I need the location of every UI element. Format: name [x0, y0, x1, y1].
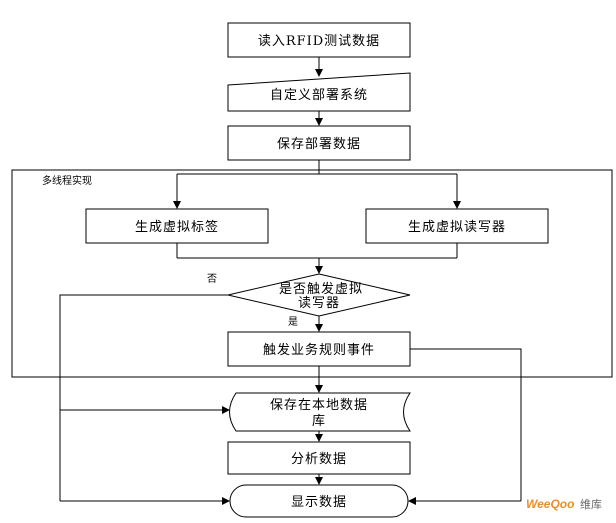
watermark-suffix: 维库 — [580, 498, 602, 511]
custom-deploy-box — [227, 72, 411, 112]
custom-deploy-label: 自定义部署系统 — [270, 88, 368, 103]
yes-label: 是 — [288, 316, 298, 328]
multithread-container — [11, 169, 613, 378]
trigger-decision-line1: 是否触发虚拟 — [279, 281, 363, 297]
watermark-brand: WeeQoo — [526, 497, 574, 511]
line-rule-right — [410, 348, 522, 501]
save-local-line1: 保存在本地数据 — [270, 398, 368, 413]
no-label: 否 — [207, 273, 217, 285]
analyze-label: 分析数据 — [291, 452, 347, 467]
analyze-box — [227, 441, 411, 475]
save-local-line2: 库 — [312, 413, 326, 429]
watermark: WeeQoo 维库 — [526, 497, 602, 511]
gen-tag-box — [85, 208, 269, 244]
trigger-decision-line2: 读写器 — [298, 296, 340, 311]
line-no-branch — [59, 294, 228, 501]
save-local-box — [229, 392, 411, 432]
display-label: 显示数据 — [291, 495, 347, 510]
read-rfid-label: 读入RFID测试数据 — [258, 34, 380, 49]
trigger-rule-label: 触发业务规则事件 — [263, 342, 375, 358]
gen-reader-label: 生成虚拟读写器 — [408, 220, 506, 235]
gen-tag-label: 生成虚拟标签 — [135, 219, 219, 235]
trigger-rule-box — [227, 331, 411, 367]
save-deploy-label: 保存部署数据 — [277, 137, 361, 152]
gen-reader-box — [365, 208, 549, 244]
multithread-label: 多线程实现 — [42, 174, 92, 187]
